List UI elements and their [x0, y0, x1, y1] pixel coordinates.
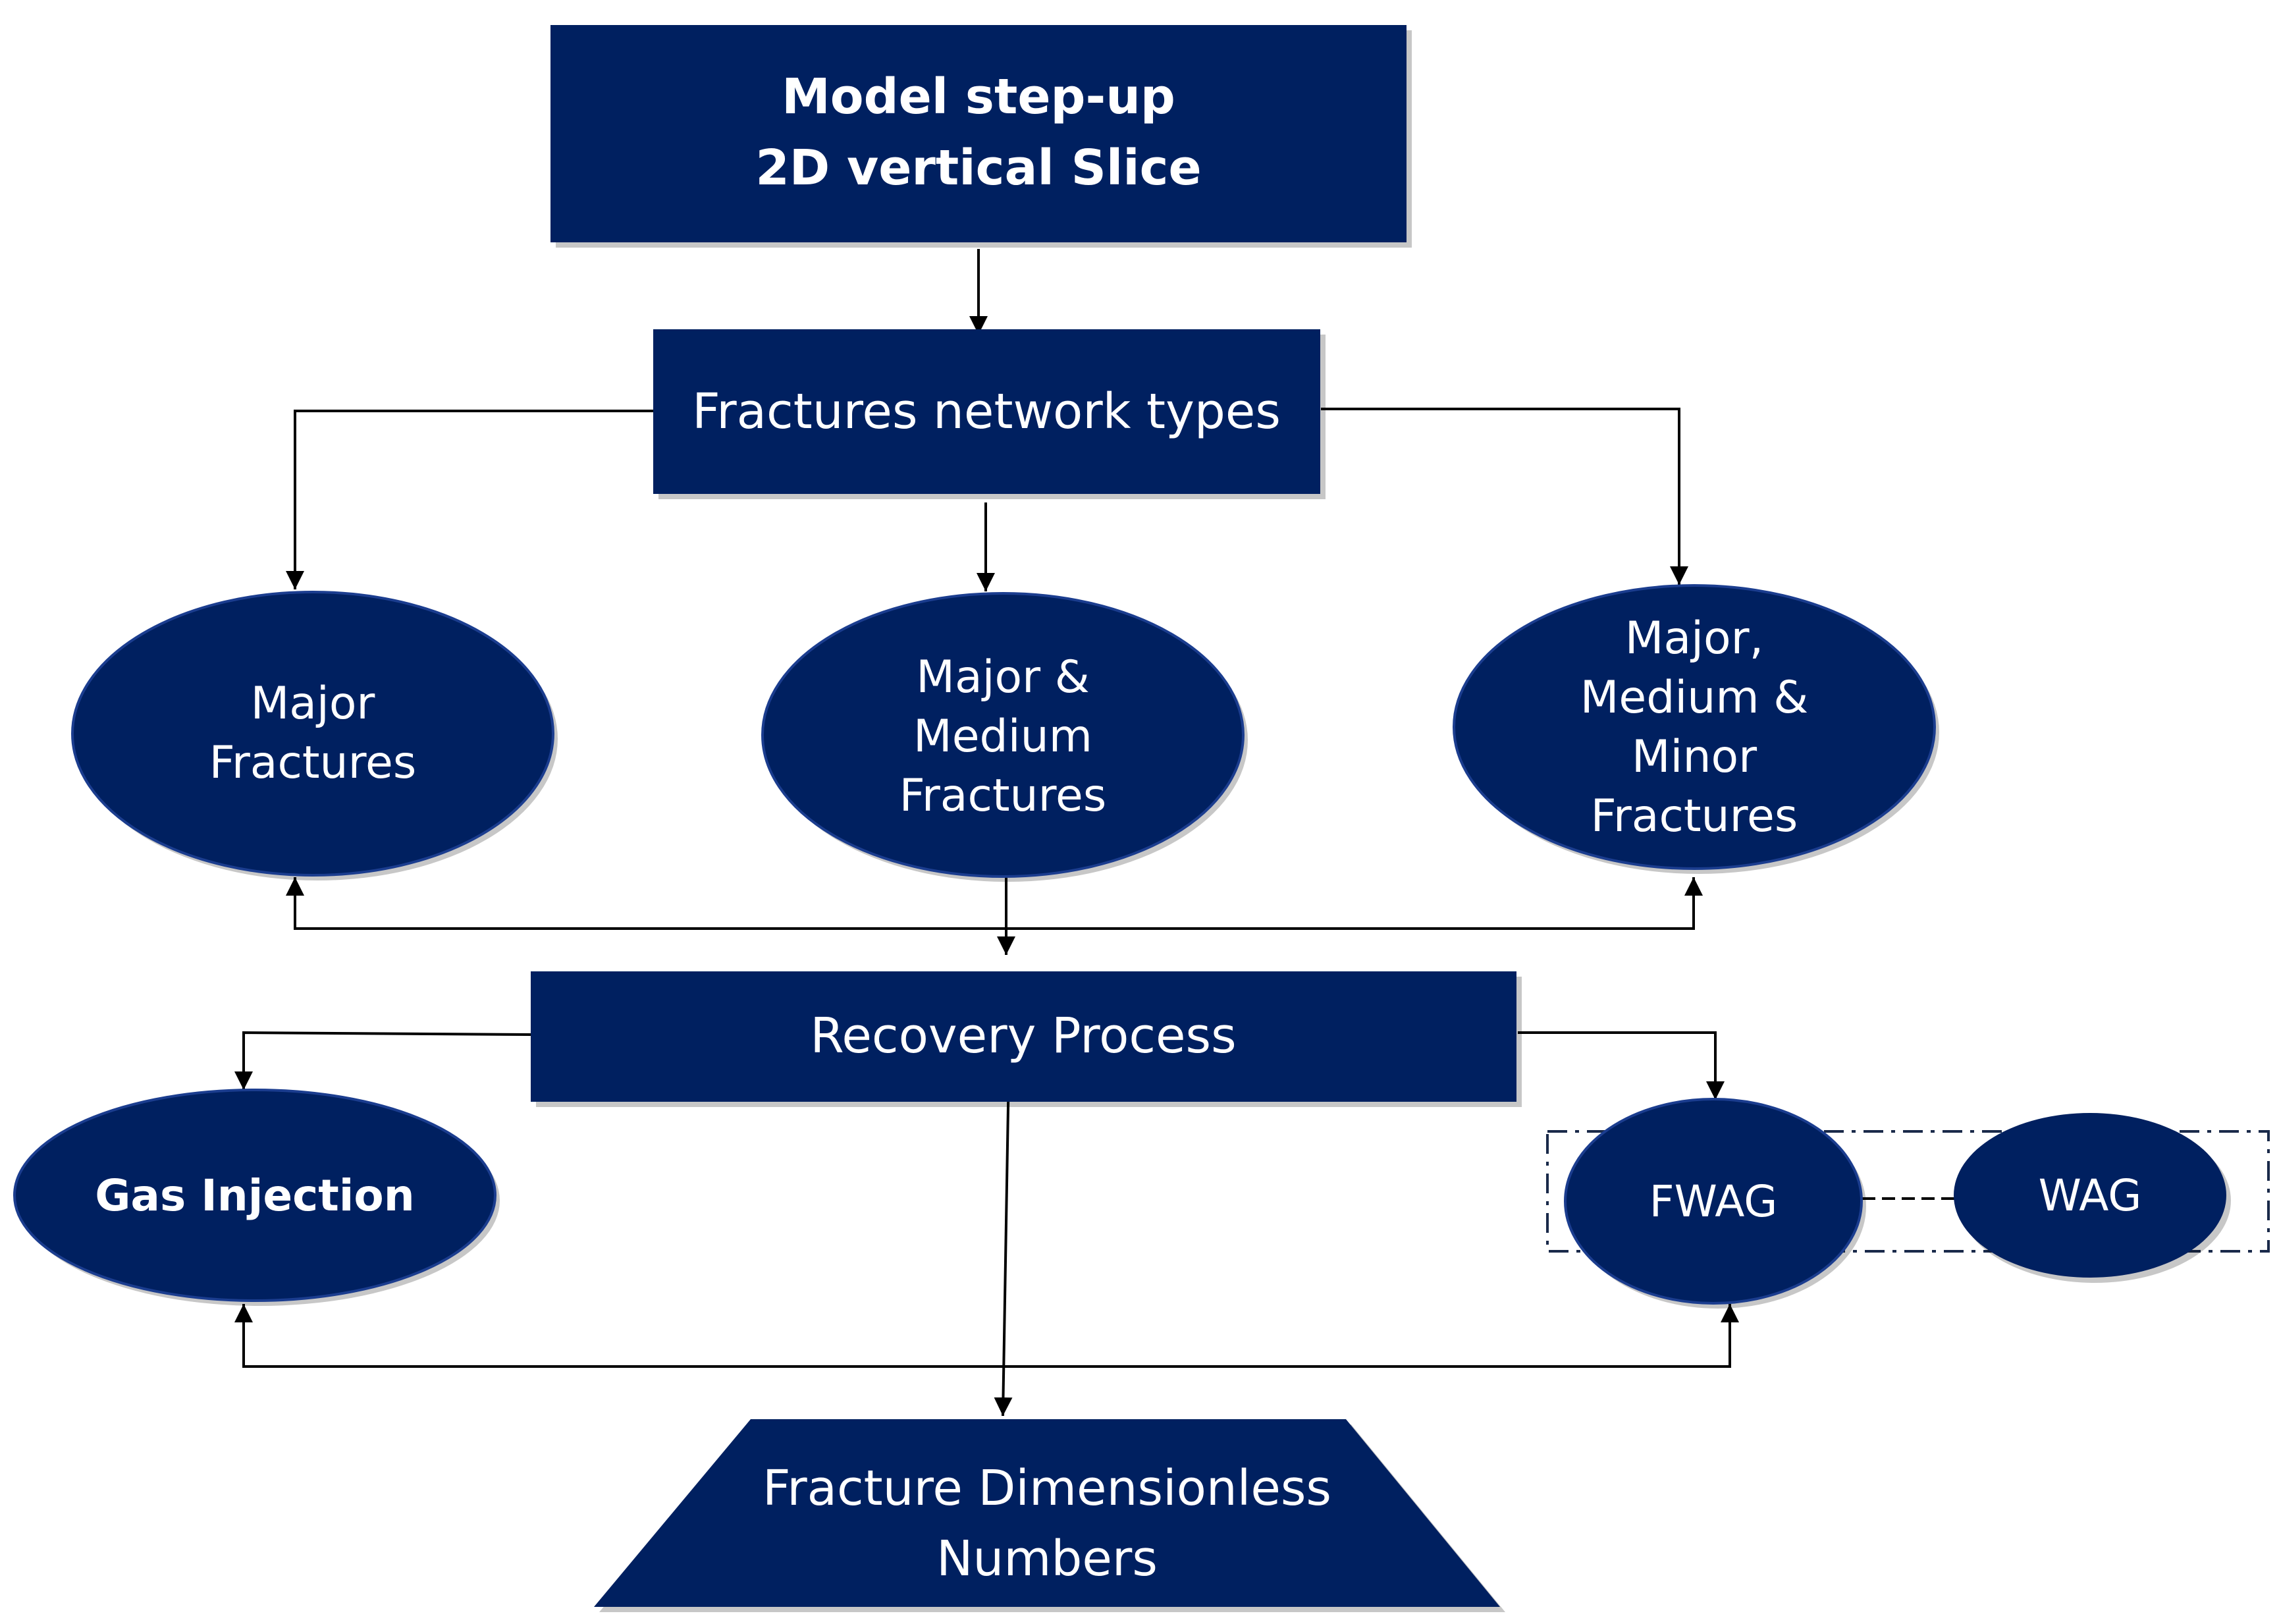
model-setup-line2: 2D vertical Slice [755, 140, 1201, 196]
edge-network-to-major-medium-minor [1321, 408, 1688, 585]
major-line1: Major [251, 678, 375, 730]
recovery-label: Recovery Process [810, 1008, 1236, 1064]
major-line2: Fractures [209, 737, 417, 789]
node-model-setup: Model step-up 2D vertical Slice [550, 25, 1412, 248]
model-setup-line1: Model step-up [782, 68, 1175, 125]
connectors [234, 249, 2270, 1417]
major-medium-minor-line4: Fractures [1591, 790, 1798, 842]
node-wag: WAG [1954, 1113, 2231, 1283]
major-medium-line2: Medium [913, 711, 1092, 763]
feedback-line-fractures [286, 877, 1703, 930]
major-medium-minor-line2: Medium & [1580, 672, 1809, 724]
wag-label: WAG [2039, 1170, 2142, 1221]
node-major-medium-minor-fractures: Major, Medium & Minor Fractures [1453, 584, 1939, 874]
gas-injection-label: Gas Injection [95, 1170, 415, 1221]
edge-recovery-to-fwag [1518, 1031, 1725, 1100]
major-medium-line1: Major & [916, 651, 1089, 703]
feedback-line-recovery [234, 1304, 1739, 1368]
major-medium-line3: Fractures [899, 770, 1107, 822]
network-types-label: Fractures network types [692, 383, 1281, 440]
edge-recovery-to-dimensionless [994, 1068, 1013, 1417]
edge-recovery-to-gas-injection [234, 1031, 531, 1090]
fwag-label: FWAG [1649, 1176, 1778, 1227]
node-recovery-process: Recovery Process [531, 971, 1522, 1107]
fwag-wag-group-box [1546, 1130, 2270, 1253]
major-medium-minor-line1: Major, [1625, 612, 1763, 664]
major-medium-minor-line3: Minor [1632, 731, 1757, 783]
node-major-medium-fractures: Major & Medium Fractures [761, 592, 1248, 882]
node-fwag: FWAG [1564, 1098, 1866, 1309]
node-fracture-dimensionless-numbers: Fracture Dimensionless Numbers [594, 1419, 1505, 1612]
node-fractures-network-types: Fractures network types [653, 329, 1326, 499]
dimensionless-line1: Fracture Dimensionless [763, 1460, 1331, 1517]
dimensionless-line2: Numbers [936, 1530, 1158, 1587]
node-major-fractures: Major Fractures [71, 591, 558, 880]
edge-network-to-major [286, 410, 654, 589]
node-gas-injection: Gas Injection [13, 1089, 500, 1306]
